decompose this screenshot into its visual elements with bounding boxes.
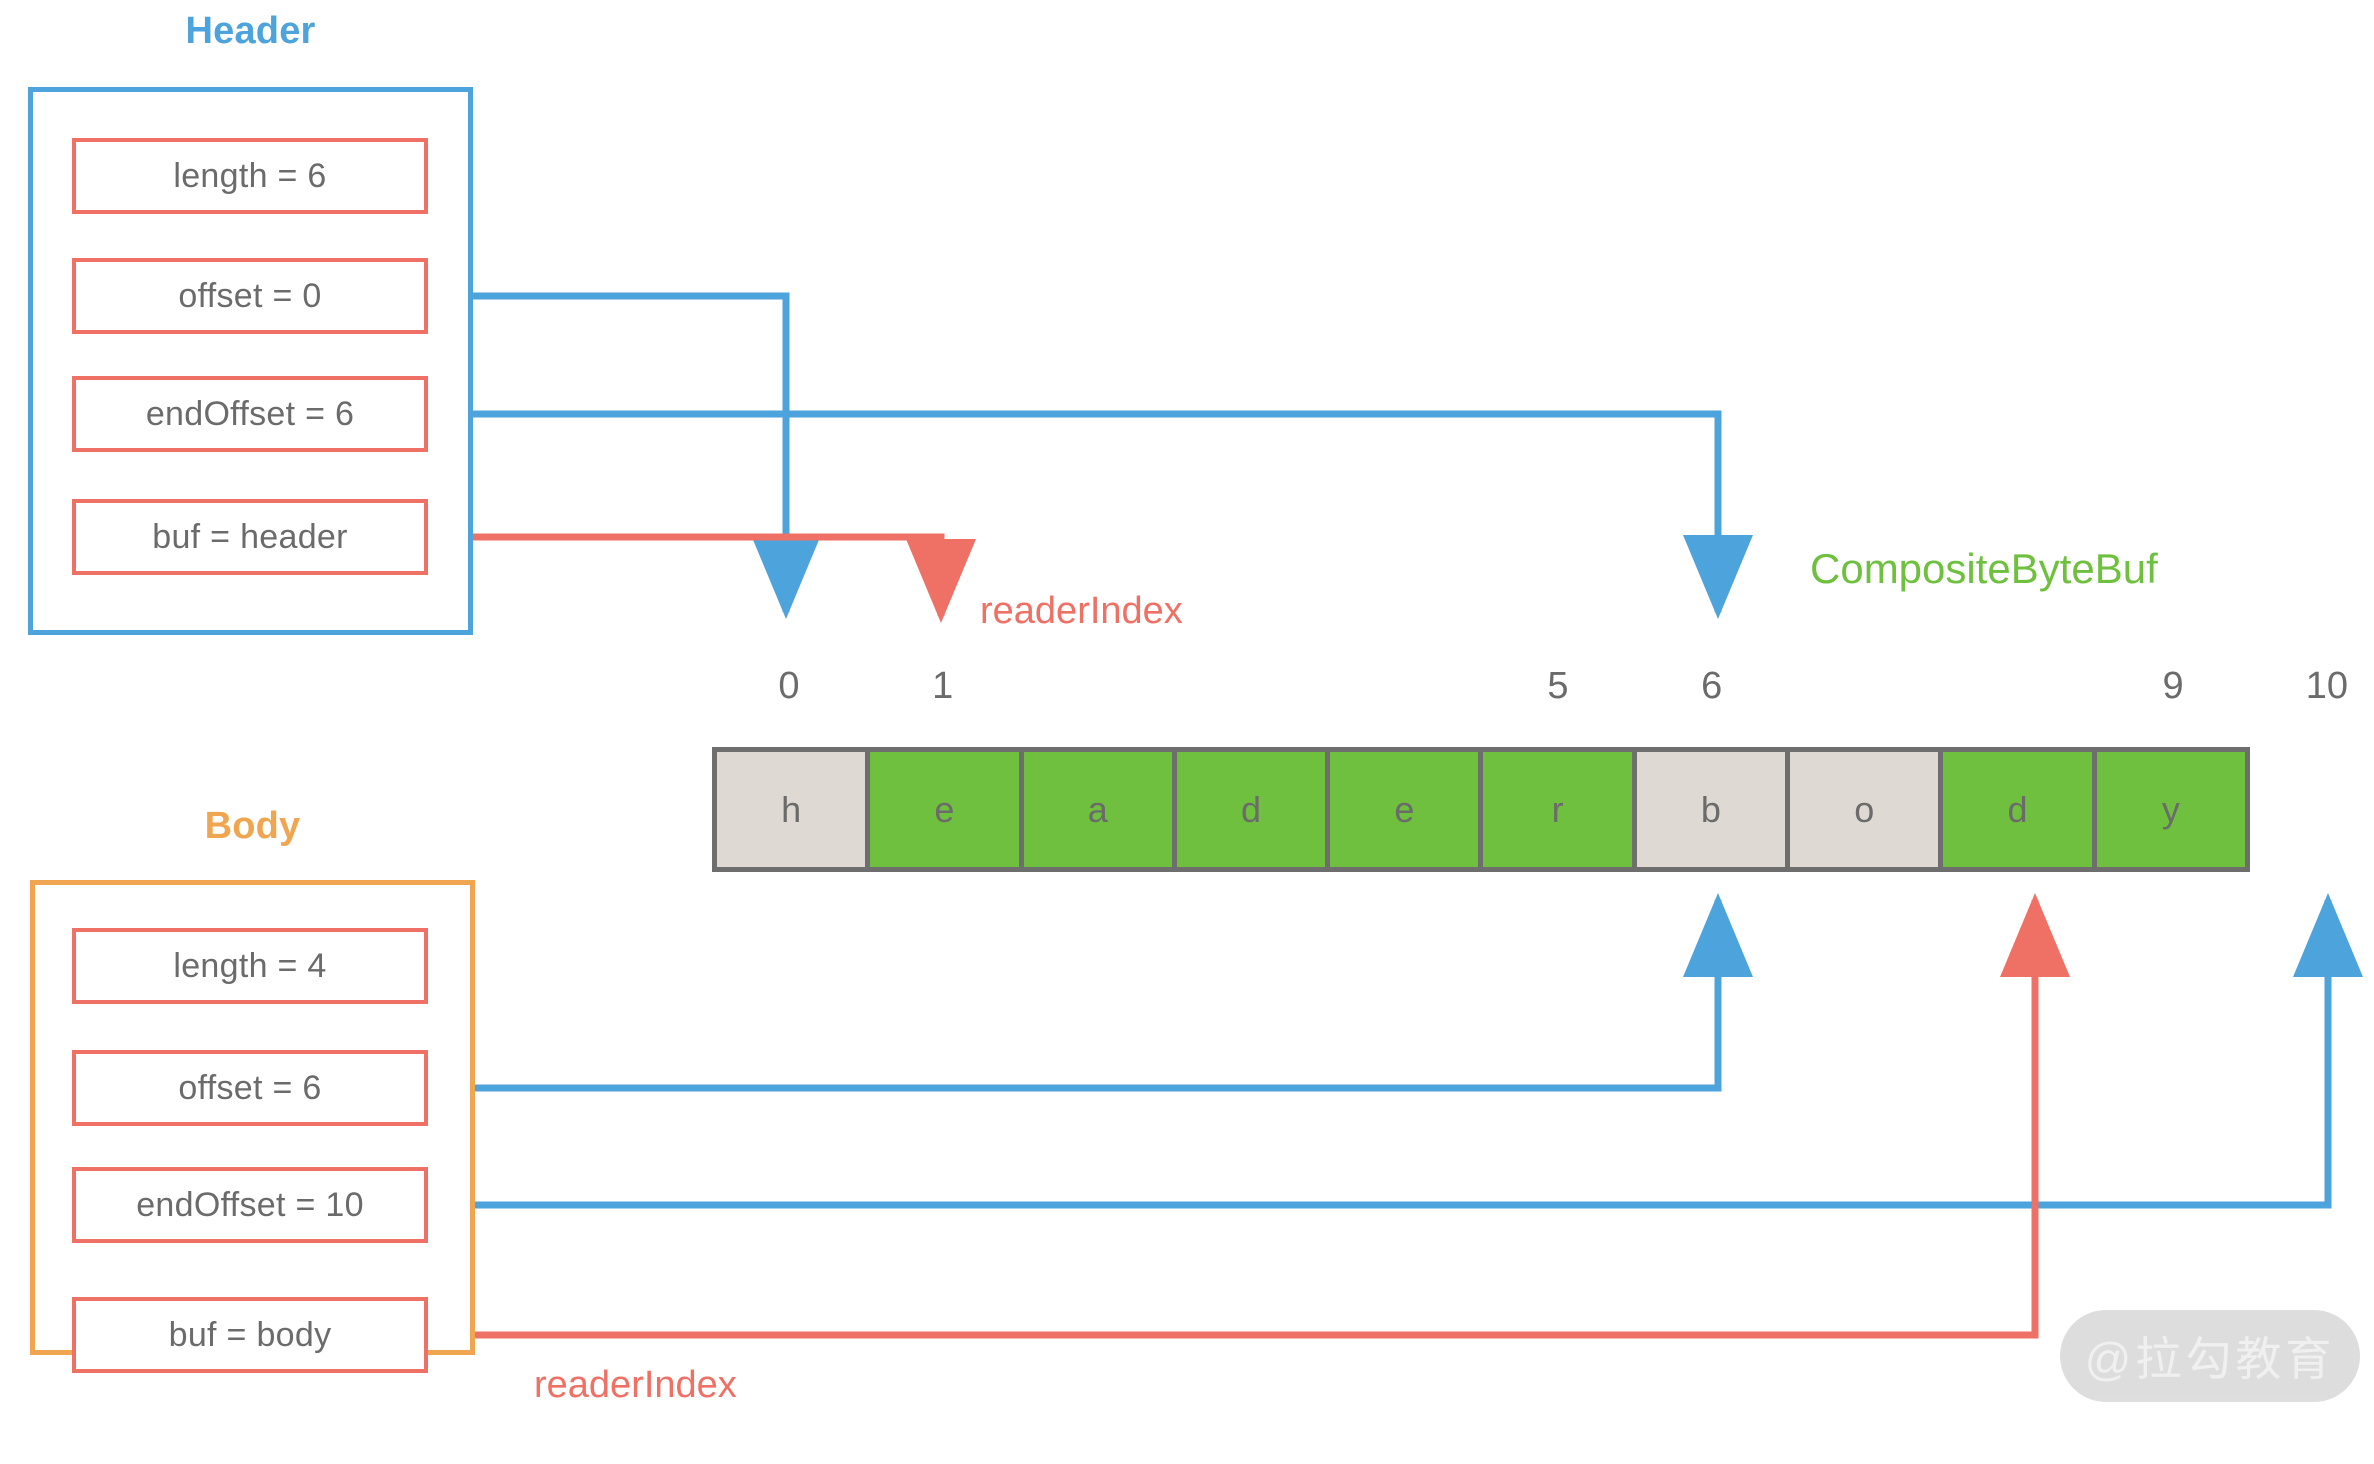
byte-cell-9: y	[2096, 752, 2245, 867]
index-tick-0: 0	[778, 665, 800, 707]
index-tick-10: 10	[2305, 665, 2349, 707]
index-tick-6: 6	[1701, 665, 1723, 707]
wire-body-endoffset	[427, 893, 2363, 1209]
header-group-title: Header	[185, 10, 316, 52]
byte-cell-0: h	[717, 752, 871, 867]
header-field-buf: buf = header	[72, 499, 428, 575]
byte-cell-7: o	[1790, 752, 1944, 867]
body-field-endoffset: endOffset = 10	[72, 1167, 428, 1243]
wire-body-readerindex	[452, 893, 2070, 1339]
body-field-length: length = 4	[72, 928, 428, 1004]
readerindex-label-header: readerIndex	[980, 590, 1183, 632]
index-tick-5: 5	[1547, 665, 1569, 707]
wire-header-readerindex	[452, 533, 976, 623]
wire-header-endoffset	[427, 410, 1753, 619]
byte-cell-5: r	[1483, 752, 1637, 867]
body-group-title: Body	[204, 805, 301, 847]
byte-cell-6: b	[1636, 752, 1791, 867]
byte-cell-1: e	[870, 752, 1024, 867]
wire-header-offset	[427, 292, 821, 619]
index-tick-1: 1	[932, 665, 954, 707]
body-field-offset: offset = 6	[72, 1050, 428, 1126]
byte-cell-3: d	[1176, 752, 1331, 867]
header-field-endoffset: endOffset = 6	[72, 376, 428, 452]
byte-cell-2: a	[1023, 752, 1177, 867]
index-tick-9: 9	[2162, 665, 2184, 707]
header-field-offset: offset = 0	[72, 258, 428, 334]
compositebytebuf-title: CompositeByteBuf	[1810, 545, 2158, 592]
body-field-buf: buf = body	[72, 1297, 428, 1373]
wire-body-offset	[427, 893, 1753, 1092]
watermark: @拉勾教育	[2060, 1310, 2360, 1402]
header-field-length: length = 6	[72, 138, 428, 214]
readerindex-label-body: readerIndex	[534, 1364, 737, 1406]
byte-cell-4: e	[1330, 752, 1484, 867]
byte-cell-8: d	[1943, 752, 2097, 867]
